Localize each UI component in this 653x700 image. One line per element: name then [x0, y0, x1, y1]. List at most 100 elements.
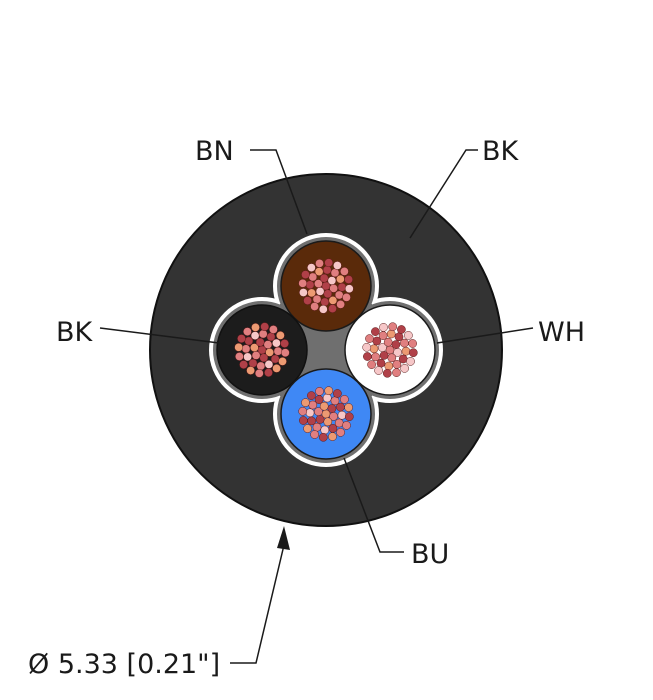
strand: [307, 416, 316, 426]
strand: [303, 424, 312, 433]
strand: [328, 296, 338, 305]
strand: [340, 395, 349, 404]
strand: [307, 288, 316, 298]
strand: [318, 304, 328, 314]
strand: [272, 364, 281, 373]
strand: [327, 404, 337, 413]
strand: [324, 258, 334, 268]
strand: [307, 263, 316, 272]
strand: [239, 360, 248, 369]
strand: [250, 343, 259, 352]
strand: [371, 352, 380, 362]
strand: [400, 338, 409, 348]
strand: [337, 410, 347, 420]
strand: [336, 428, 345, 437]
strand: [260, 322, 270, 332]
strand: [342, 293, 351, 302]
strand: [303, 296, 312, 305]
leader-bk-jacket: [409, 149, 478, 239]
strand: [333, 261, 342, 270]
strand: [382, 368, 392, 378]
label-bn: BN: [195, 136, 234, 167]
strand: [400, 364, 409, 373]
strand: [269, 325, 278, 334]
strand: [263, 340, 273, 349]
diameter-arrowhead: [277, 526, 290, 550]
strand: [327, 276, 337, 285]
strand: [397, 325, 406, 334]
strand: [320, 425, 330, 435]
strand: [299, 288, 308, 297]
strand: [251, 351, 261, 360]
strand: [344, 284, 354, 294]
leader-bn: [250, 149, 308, 235]
strand: [299, 416, 308, 425]
strand: [305, 408, 315, 418]
strand: [264, 360, 274, 369]
leader-bk-core: [99, 327, 220, 344]
strand: [315, 287, 325, 296]
strand: [336, 402, 345, 412]
strand: [362, 342, 372, 352]
strand: [264, 368, 273, 377]
strand: [315, 387, 324, 396]
strand: [246, 366, 255, 375]
label-diameter: Ø 5.33 [0.21"]: [28, 649, 220, 680]
label-bk-core: BK: [56, 317, 94, 348]
strand: [378, 343, 387, 352]
strand: [386, 329, 396, 339]
strand: [344, 412, 354, 422]
strand: [406, 357, 415, 366]
leader-lines: [99, 149, 534, 664]
strand: [254, 368, 264, 378]
strand: [374, 366, 383, 375]
strand: [315, 259, 324, 268]
strand: [298, 406, 308, 416]
strand: [340, 267, 349, 276]
strand: [241, 344, 251, 354]
strand: [328, 304, 337, 313]
strand: [392, 368, 401, 377]
strand: [365, 334, 374, 343]
strand: [328, 432, 337, 441]
strand: [301, 398, 310, 407]
label-bk-jacket: BK: [482, 136, 520, 167]
strand: [278, 357, 287, 366]
strand: [392, 360, 402, 369]
strand: [235, 352, 244, 361]
label-bu: BU: [411, 539, 449, 570]
label-wh: WH: [538, 317, 585, 348]
strand: [314, 407, 323, 416]
strand: [369, 344, 379, 354]
strand: [243, 352, 252, 362]
strand: [388, 322, 398, 332]
strand: [344, 275, 353, 284]
strand: [363, 352, 372, 361]
strand: [315, 415, 325, 424]
leader-bu: [343, 457, 404, 553]
strand: [272, 338, 281, 348]
strand: [314, 267, 324, 276]
strand: [310, 430, 319, 439]
strand: [324, 386, 334, 396]
conductor-strands: [234, 258, 418, 442]
strand: [276, 331, 285, 340]
strand: [367, 360, 376, 369]
strand: [328, 424, 338, 433]
strand: [280, 339, 289, 348]
strand: [256, 361, 266, 371]
strand: [301, 270, 310, 279]
strand: [305, 280, 315, 290]
strand: [280, 348, 290, 358]
strand: [333, 389, 342, 398]
strand: [336, 300, 345, 309]
strand: [401, 346, 411, 356]
strand: [234, 342, 244, 352]
strand: [379, 323, 388, 332]
strand: [337, 282, 347, 292]
strand: [250, 331, 260, 340]
strand: [404, 331, 413, 340]
strand: [379, 351, 389, 360]
leader-diameter: [230, 544, 285, 664]
